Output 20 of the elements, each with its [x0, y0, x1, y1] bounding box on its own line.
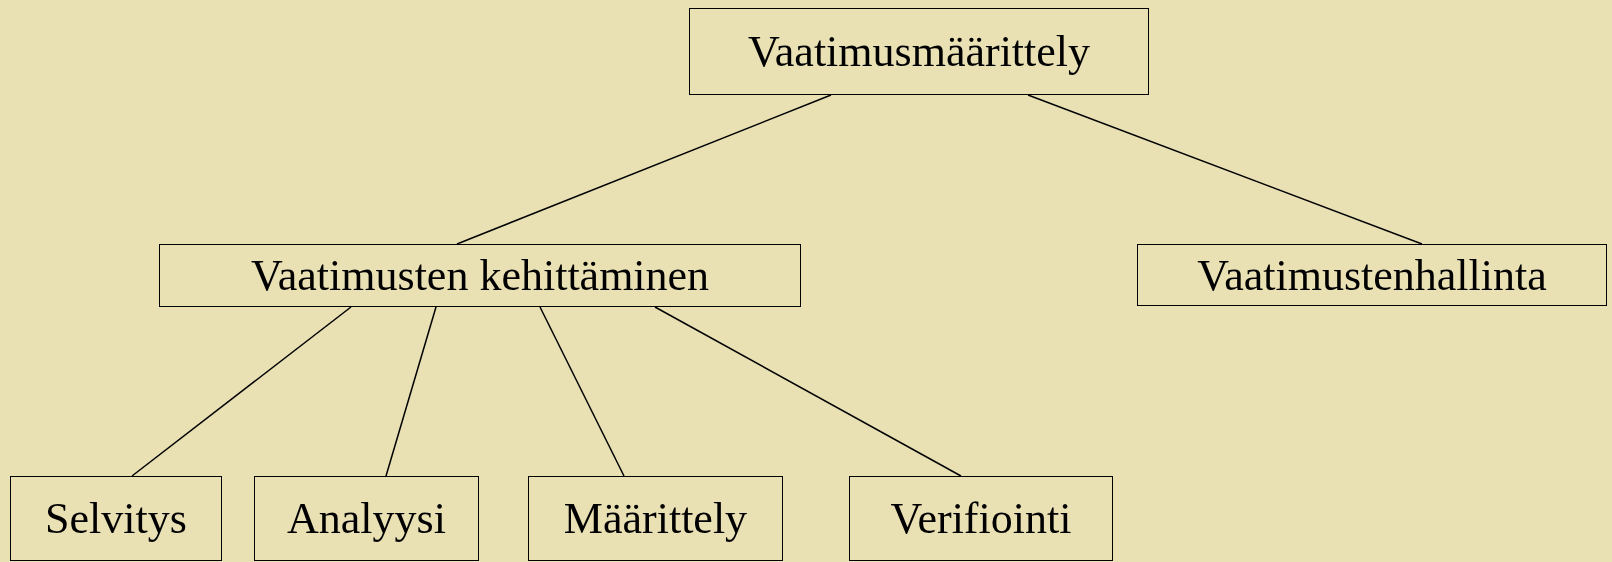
process-box: [254, 476, 479, 561]
process-box: [689, 8, 1149, 95]
connector-line: [654, 306, 962, 477]
box-label: Analyysi: [287, 493, 446, 544]
box-label: Vaatimustenhallinta: [1197, 249, 1547, 301]
box-label: Selvitys: [45, 493, 187, 544]
connector-line: [539, 306, 625, 477]
process-box: [849, 476, 1113, 561]
process-box: [159, 244, 801, 307]
process-box: [1137, 244, 1607, 306]
box-label: Vaatimusmäärittely: [747, 26, 1091, 77]
box-label: Verifiointi: [890, 493, 1072, 544]
connector-line: [456, 94, 832, 245]
connector-line: [131, 306, 352, 477]
process-box: [528, 476, 783, 561]
process-box: [10, 476, 222, 561]
box-label: Vaatimusten kehittäminen: [250, 250, 710, 301]
connector-line: [1027, 94, 1423, 245]
box-label: Määrittely: [563, 493, 748, 544]
connector-line: [385, 306, 437, 477]
